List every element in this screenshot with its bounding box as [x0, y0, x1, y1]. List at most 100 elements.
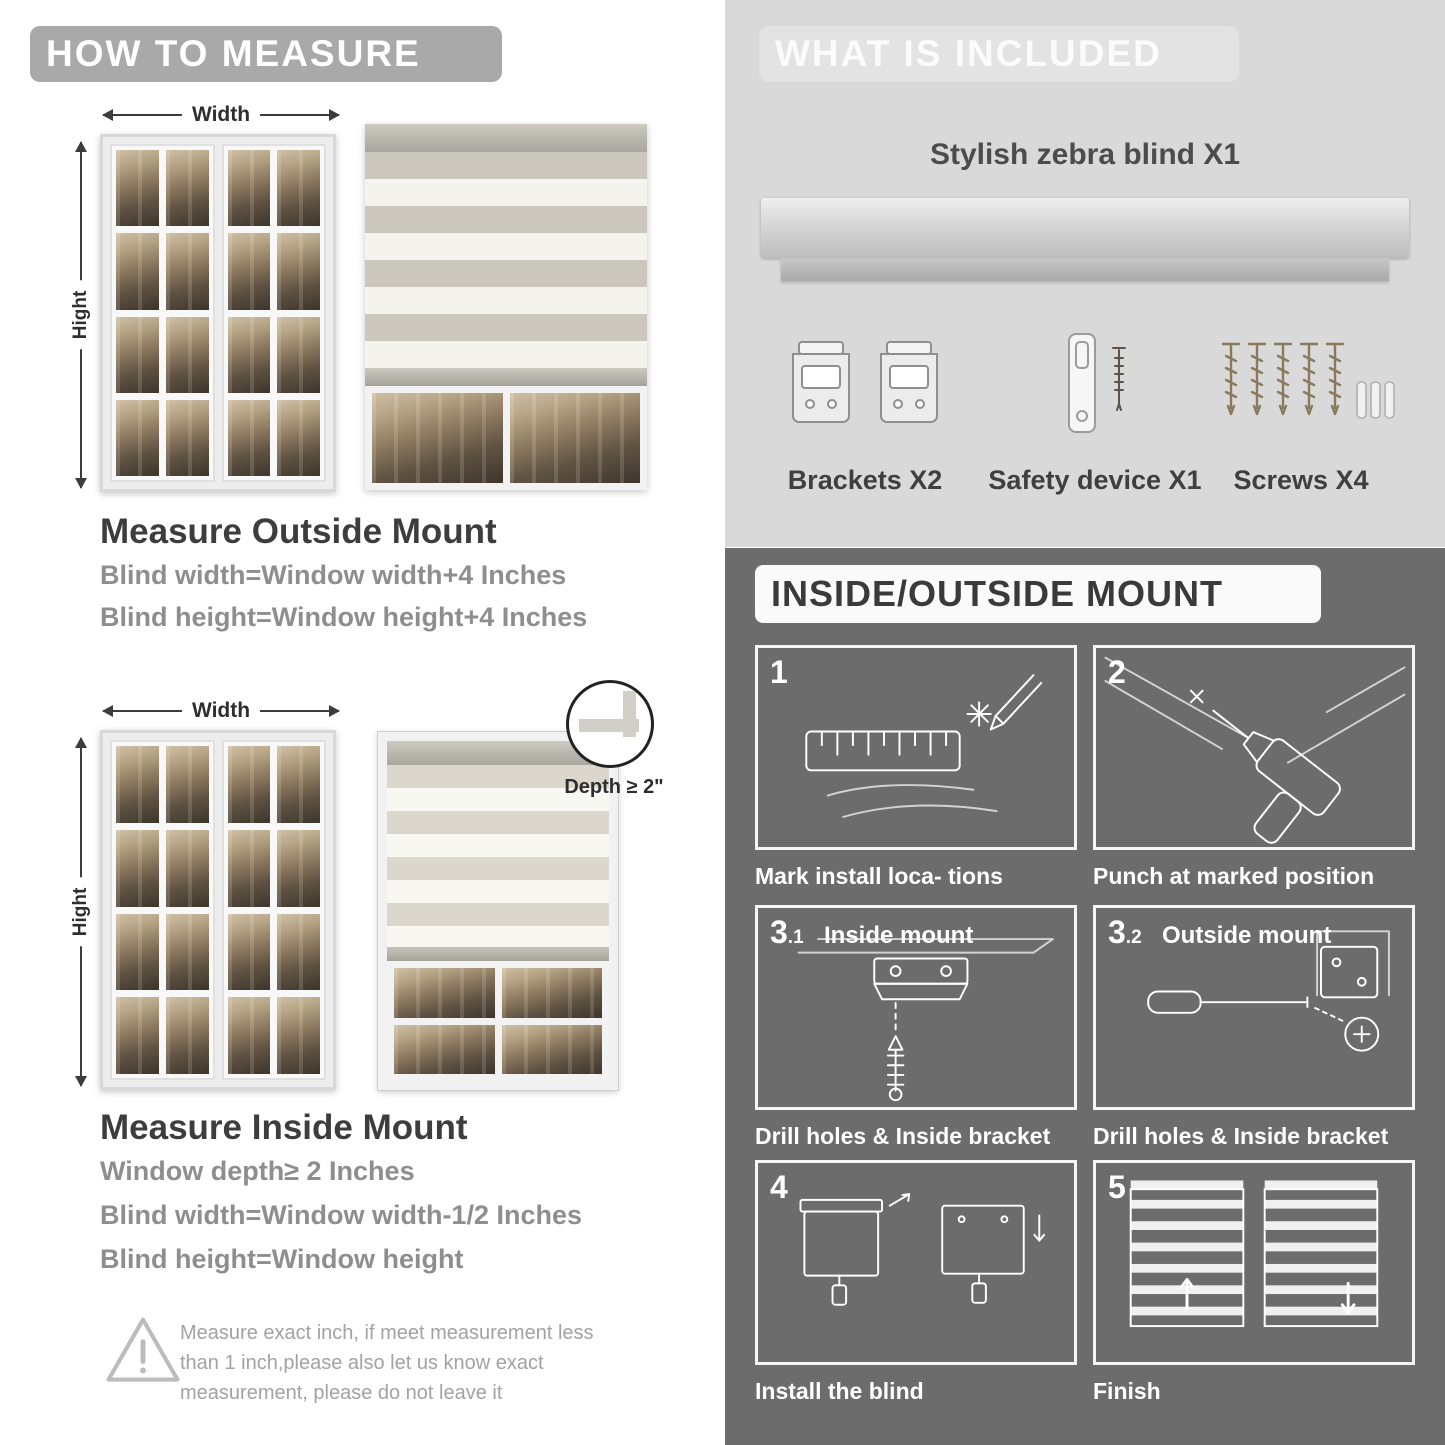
- window-pane: [165, 829, 209, 907]
- step-caption: Punch at marked position: [1093, 863, 1375, 889]
- finish-art: [1129, 1180, 1379, 1328]
- window-pane: [165, 746, 209, 823]
- step-panel-2: 2: [1093, 645, 1415, 850]
- outside-bracket-art: [1147, 930, 1390, 1052]
- window-pane: [116, 399, 159, 476]
- what-is-included-banner: WHAT IS INCLUDED: [759, 26, 1239, 82]
- window-pane: [277, 399, 320, 476]
- zebra-blind-illustration-inside: [378, 732, 618, 1090]
- window-pane: [394, 1024, 495, 1074]
- step-number: 4: [770, 1169, 788, 1205]
- window-pane: [165, 233, 209, 310]
- how-to-measure-section: HOW TO MEASURE Width Hight Measure Outsi…: [0, 0, 710, 1445]
- window-pane: [227, 913, 271, 991]
- window-pane: [165, 316, 209, 393]
- safety-device-icon: [1068, 333, 1126, 433]
- how-to-measure-banner: HOW TO MEASURE: [30, 26, 502, 82]
- width-label: Width: [181, 103, 261, 127]
- install-blind-art: [799, 1193, 1046, 1306]
- width-measure-arrow: Width: [102, 699, 340, 723]
- step-number: 2: [1108, 654, 1126, 690]
- blind-fabric-roll: [781, 258, 1389, 281]
- blind-stripes: [365, 152, 647, 370]
- step-number: 5: [1108, 1169, 1126, 1205]
- window-pane: [227, 746, 271, 823]
- step-number: 1: [770, 654, 788, 690]
- included-blind-label: Stylish zebra blind X1: [929, 138, 1241, 171]
- measure-warning-text: Measure exact inch, if meet measurement …: [180, 1322, 594, 1404]
- window-pane: [501, 1024, 602, 1074]
- inside-bracket-art: [797, 938, 1054, 1102]
- window-pane: [116, 746, 159, 823]
- step-number: 3.1: [770, 914, 804, 950]
- height-measure-arrow: Hight: [70, 141, 92, 489]
- window-behind-blind: [387, 961, 609, 1081]
- step-caption: Drill holes & Inside bracket: [1093, 1123, 1389, 1149]
- brackets-label: Brackets X2: [787, 465, 943, 495]
- brackets-icon: [792, 341, 938, 423]
- step-panel-3-2: 3.2 Outside mount: [1093, 905, 1415, 1110]
- window-illustration-inside: [100, 730, 336, 1090]
- window-pane: [116, 829, 159, 907]
- window-pane: [165, 913, 209, 991]
- inside-height-rule: Blind height=Window height: [100, 1244, 464, 1274]
- window-pane: [165, 997, 209, 1074]
- window-sash: [221, 740, 326, 1080]
- window-pane: [501, 968, 602, 1018]
- window-pane: [372, 393, 503, 483]
- step-panel-4: 4: [755, 1160, 1077, 1365]
- step-title: Inside mount: [824, 922, 974, 949]
- height-label: Hight: [70, 877, 92, 947]
- window-pane: [227, 150, 271, 227]
- step-caption: Install the blind: [755, 1378, 924, 1404]
- mark-locations-art: [805, 674, 1043, 818]
- window-pane: [116, 233, 159, 310]
- step-caption: Mark install loca- tions: [755, 863, 1003, 889]
- window-pane: [277, 829, 320, 907]
- window-pane: [116, 913, 159, 991]
- blind-bottom-rail: [365, 370, 647, 386]
- warning-icon: [106, 1317, 180, 1382]
- window-pane: [394, 968, 495, 1018]
- window-pane: [165, 399, 209, 476]
- zebra-blind-illustration-outside: [365, 124, 647, 490]
- window-pane: [277, 913, 320, 991]
- blind-stripes: [387, 765, 609, 947]
- step-panel-3-1: 3.1 Inside mount: [755, 905, 1077, 1110]
- width-measure-arrow: Width: [102, 103, 340, 127]
- safety-device-label: Safety device X1: [988, 465, 1202, 495]
- depth-callout-circle: [566, 680, 654, 768]
- blind-headrail-illustration: [761, 198, 1409, 258]
- blind-bottom-rail: [387, 947, 609, 961]
- window-pane: [116, 997, 159, 1074]
- window-pane: [165, 150, 209, 227]
- window-pane: [227, 316, 271, 393]
- step-panel-5: 5: [1093, 1160, 1415, 1365]
- inside-depth-rule: Window depth≥ 2 Inches: [100, 1156, 415, 1186]
- outside-mount-title: Measure Outside Mount: [100, 512, 497, 551]
- window-sash: [110, 740, 215, 1080]
- step-caption: Drill holes & Inside bracket: [755, 1123, 1051, 1149]
- window-pane: [277, 997, 320, 1074]
- window-pane: [227, 399, 271, 476]
- outside-height-rule: Blind height=Window height+4 Inches: [100, 602, 588, 632]
- inside-mount-title: Measure Inside Mount: [100, 1108, 468, 1147]
- height-label: Hight: [70, 280, 92, 350]
- window-illustration-outside: [100, 134, 336, 492]
- step-number: 3.2: [1108, 914, 1142, 950]
- step-caption: Finish: [1093, 1378, 1161, 1404]
- step-title: Outside mount: [1162, 922, 1332, 949]
- width-label: Width: [181, 699, 261, 723]
- step-panel-1: 1: [755, 645, 1077, 850]
- inside-width-rule: Blind width=Window width-1/2 Inches: [100, 1200, 583, 1230]
- window-pane: [116, 316, 159, 393]
- blind-cassette: [365, 124, 647, 152]
- inside-outside-mount-section: INSIDE/OUTSIDE MOUNT 1 Mark install loca…: [725, 548, 1445, 1445]
- drill-art: [1104, 656, 1406, 844]
- window-pane: [277, 150, 320, 227]
- screws-icon: [1221, 342, 1395, 419]
- window-pane: [277, 316, 320, 393]
- window-pane: [227, 997, 271, 1074]
- window-pane: [227, 233, 271, 310]
- window-pane: [277, 233, 320, 310]
